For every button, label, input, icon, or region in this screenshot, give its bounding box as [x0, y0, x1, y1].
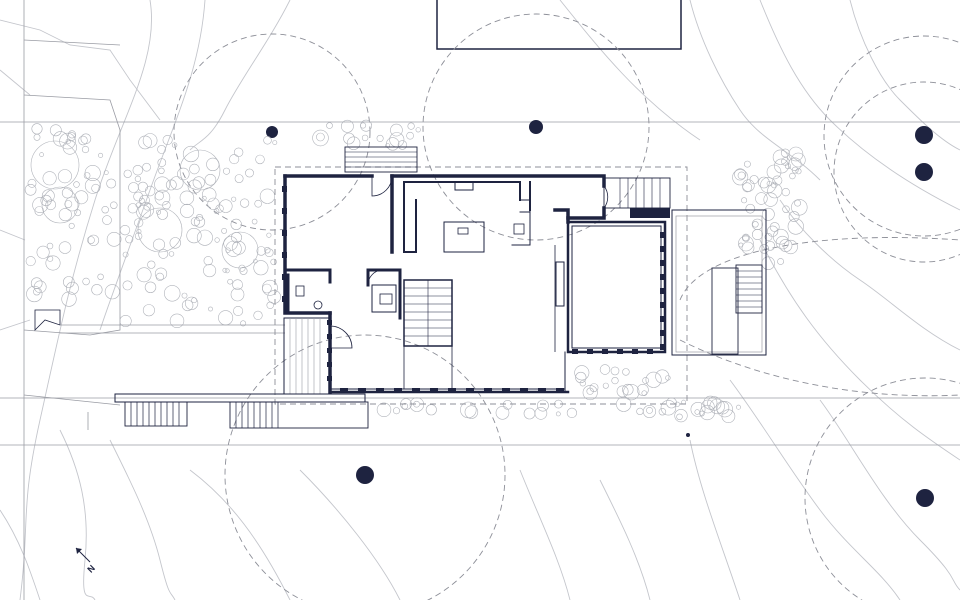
tree-trunk-markers: [266, 120, 934, 507]
tree-trunk-marker: [529, 120, 543, 134]
tree-trunk-marker: [266, 126, 278, 138]
house-walls: [283, 174, 667, 394]
vegetation-clusters: [24, 119, 808, 424]
building-setback-line: [274, 166, 688, 405]
north-arrow-icon: N: [75, 547, 97, 575]
left-structure: [34, 309, 285, 334]
tree-trunk-marker: [356, 466, 374, 484]
tree-trunk-marker: [915, 163, 933, 181]
tree-trunk-marker: [915, 126, 933, 144]
adjacent-building: [436, 0, 682, 50]
door-swings: [295, 175, 609, 349]
window-markers: [282, 186, 665, 393]
north-label: N: [85, 563, 97, 575]
tree-trunk-marker: [916, 489, 934, 507]
exterior-walkways: [114, 146, 767, 429]
tree-canopy-outlines: [173, 13, 960, 600]
